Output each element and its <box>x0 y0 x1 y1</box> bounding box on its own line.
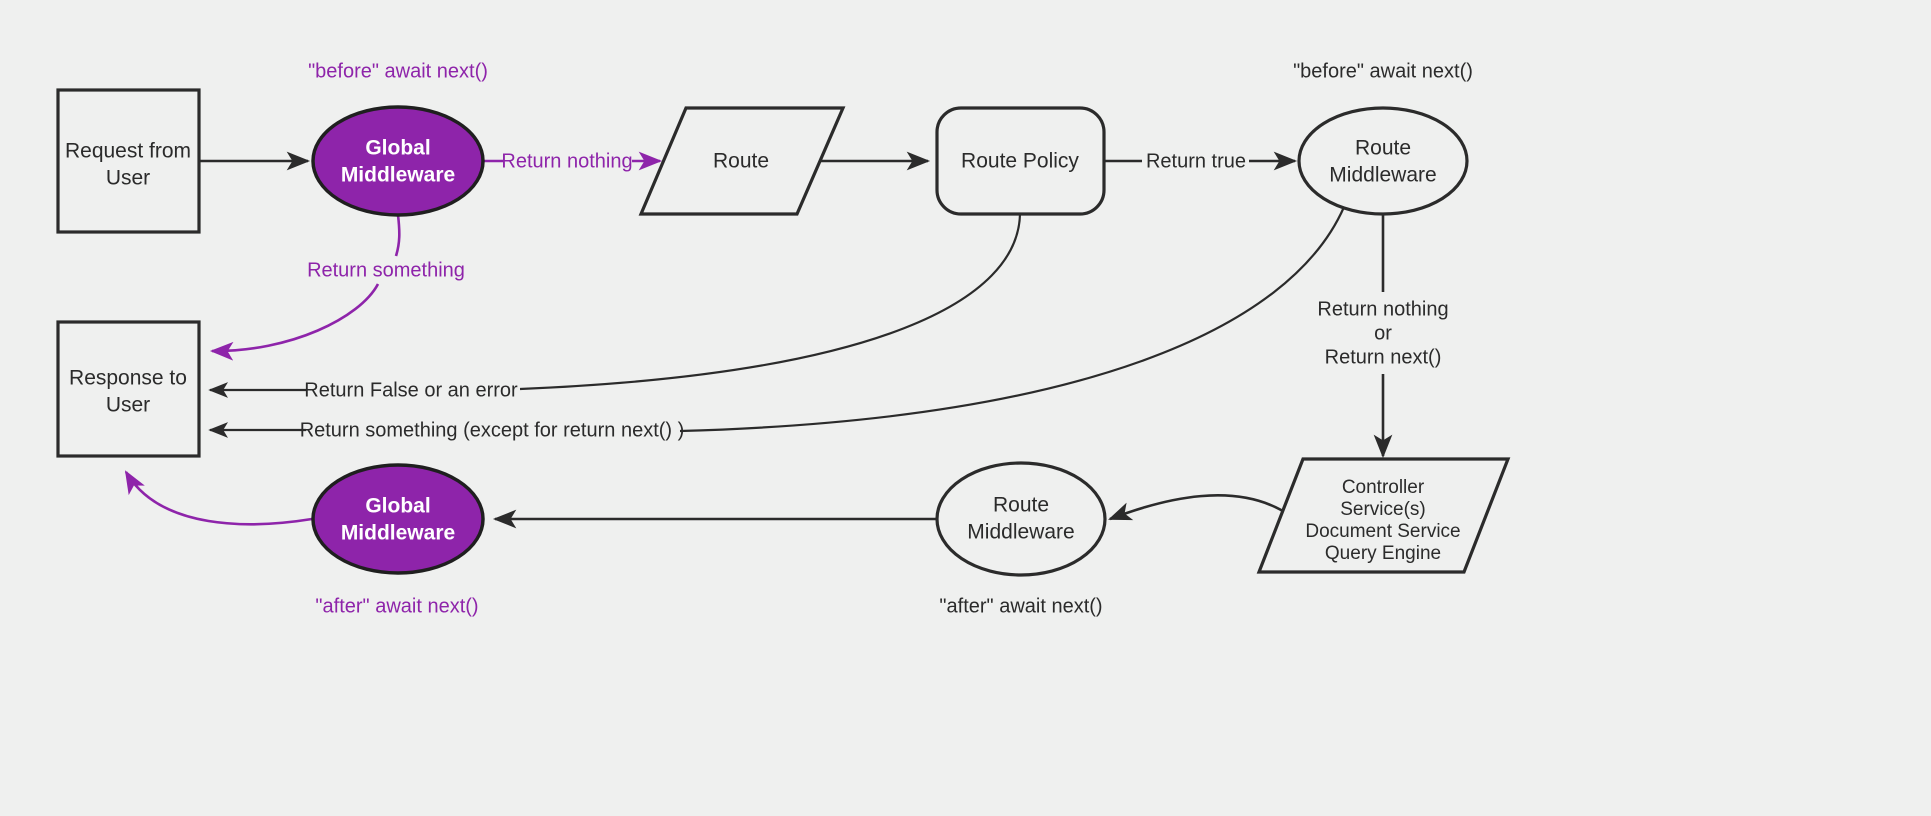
edge-label-return-something-top: Return something <box>307 259 465 281</box>
node-response-to-user-line2: User <box>106 394 150 417</box>
edge-label-return-nothing-or-next-line2: or <box>1374 322 1392 344</box>
node-route-policy-label: Route Policy <box>961 150 1079 173</box>
annotation-before-await-next-route: "before" await next() <box>1293 60 1473 82</box>
node-global-middleware-top[interactable]: Global Middleware <box>311 105 485 217</box>
node-route-middleware-top-line2: Middleware <box>1329 164 1436 187</box>
node-route-label: Route <box>713 150 769 173</box>
annotation-after-await-next-global: "after" await next() <box>315 595 478 617</box>
edge-label-return-false-or-error: Return False or an error <box>304 379 518 401</box>
edge-route-policy-to-response: Return False or an error <box>208 213 1022 401</box>
edge-global-middleware-to-route: Return nothing <box>484 150 663 172</box>
node-response-to-user-line1: Response to <box>69 367 187 390</box>
node-route[interactable]: Route <box>638 106 846 216</box>
edge-controller-to-route-middleware-bottom <box>1108 494 1296 521</box>
edge-label-return-true: Return true <box>1146 150 1246 172</box>
node-global-middleware-top-line2: Middleware <box>341 164 455 187</box>
node-global-middleware-top-line1: Global <box>365 137 430 160</box>
node-controller-stack[interactable]: Controller Service(s) Document Service Q… <box>1256 457 1511 574</box>
node-global-middleware-bottom-line1: Global <box>365 495 430 518</box>
node-controller-stack-line2: Service(s) <box>1340 499 1426 520</box>
edge-label-return-nothing: Return nothing <box>501 150 632 172</box>
edge-label-return-nothing-or-next-line1: Return nothing <box>1317 298 1448 320</box>
node-response-to-user[interactable]: Response to User <box>56 320 201 458</box>
node-route-middleware-bottom-line2: Middleware <box>967 521 1074 544</box>
edge-route-policy-to-route-middleware: Return true <box>1104 150 1298 172</box>
edge-global-middleware-top-to-response: Return something <box>209 214 465 361</box>
annotation-before-await-next-global: "before" await next() <box>308 60 488 82</box>
node-request-from-user-line2: User <box>106 167 150 190</box>
node-controller-stack-line1: Controller <box>1342 477 1425 498</box>
edge-label-return-something-except-next: Return something (except for return next… <box>300 419 685 441</box>
node-route-middleware-bottom-line1: Route <box>993 494 1049 517</box>
node-global-middleware-bottom-line2: Middleware <box>341 522 455 545</box>
annotation-after-await-next-route: "after" await next() <box>939 595 1102 617</box>
edge-label-return-nothing-or-next-line3: Return next() <box>1325 346 1442 368</box>
edge-global-middleware-bottom-to-response <box>124 470 313 526</box>
node-controller-stack-line4: Query Engine <box>1325 543 1441 564</box>
node-request-from-user[interactable]: Request from User <box>56 88 201 234</box>
node-route-middleware-top-line1: Route <box>1355 137 1411 160</box>
node-request-from-user-line1: Request from <box>65 140 191 163</box>
node-controller-stack-line3: Document Service <box>1305 521 1460 542</box>
node-route-middleware-top[interactable]: Route Middleware <box>1297 106 1469 216</box>
edge-route-middleware-top-to-response: Return something (except for return next… <box>208 206 1346 441</box>
node-route-policy[interactable]: Route Policy <box>935 106 1106 216</box>
node-route-middleware-bottom[interactable]: Route Middleware <box>935 461 1107 577</box>
edge-route-middleware-to-controller: Return nothing or Return next() <box>1317 213 1449 459</box>
node-global-middleware-bottom[interactable]: Global Middleware <box>311 463 485 575</box>
